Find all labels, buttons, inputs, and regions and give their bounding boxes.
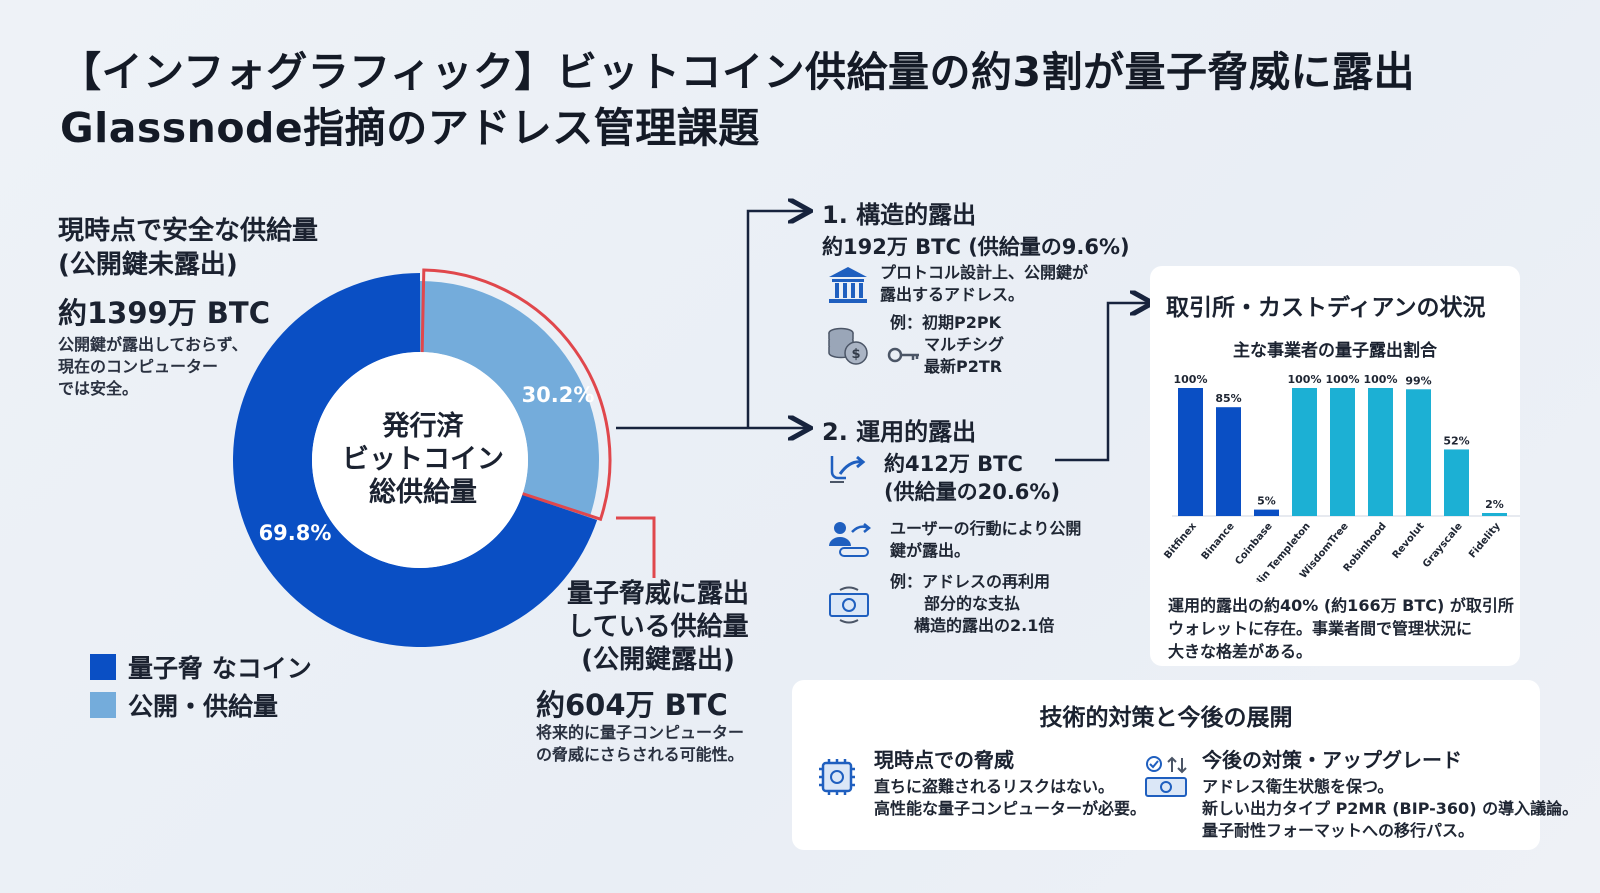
legend: 量子脅 なコイン 公開・供給量 [90,648,312,724]
structural-title: 1. 構造的露出 [822,201,977,229]
operational-example-3: 構造的露出の2.1倍 [914,616,1055,635]
page-title-line1: 【インフォグラフィック】ビットコイン供給量の約3割が量子脅威に露出 [60,48,1415,96]
structural-example-3: 最新P2TR [924,357,1003,376]
donut-segment-safe [233,273,598,647]
coins-icon: $ [828,327,868,365]
users-icon [829,522,872,557]
bar-revolut [1406,389,1431,516]
operational-title: 2. 運用的露出 [822,418,977,446]
custody-bar-chart: 100%Bitfinex85%Binance5%Coinbase100%Fran… [1162,373,1520,582]
donut-hole [312,352,528,568]
structural-desc: プロトコル設計上、公開鍵が 露出するアドレス。 [880,263,1089,304]
structural-example-1: 例：初期P2PK [890,313,1001,332]
upgrade-heading: 今後の対策・アップグレード [1202,748,1462,772]
bar-value-label: 100% [1174,373,1208,386]
bar-wisdomtree [1330,388,1355,516]
custody-card: 取引所・カストディアンの状況 主な事業者の量子露出割合 100% Bitfinex… [1150,266,1520,666]
exposed-supply-note: 将来的に量子コンピューター の脅威にさらされる可能性。 [536,723,745,764]
bar-value-label: 85% [1215,392,1241,405]
threat-text: 直ちに盗難されるリスクはない。 高性能な量子コンピューターが必要。 [874,777,1147,818]
bank-icon [829,267,867,303]
bar-value-label: 100% [1364,373,1398,386]
donut-center-label: 発行済 ビットコイン 総供給量 [342,411,504,508]
operational-desc: ユーザーの行動により公開 鍵が露出。 [890,519,1082,560]
svg-text:$: $ [851,347,860,362]
category-label: Bitfinex [1162,520,1199,561]
cash-cycle-icon [829,586,869,624]
donut-label-safe: 69.8% [259,521,332,545]
upgrade-text: アドレス衛生状態を保つ。 新しい出力タイプ P2MR (BIP-360) の導入… [1202,777,1579,840]
bar-value-label: 5% [1257,495,1276,508]
bar-value-label: 100% [1288,373,1322,386]
category-label: Fidelity [1467,520,1503,560]
countermeasures-card: 技術的対策と今後の展開 現時点での脅威 直ちに盗難されるリスクはない。 高性能な… [792,680,1578,850]
legend-swatch-safe [90,654,116,680]
page-title-line2: Glassnode指摘のアドレス管理課題 [60,104,760,152]
bar-coinbase [1254,509,1279,516]
bar-franklin-templeton [1292,388,1317,516]
chip-icon [819,759,855,795]
donut-segment-exposed [420,281,599,518]
bar-value-label: 2% [1485,498,1504,511]
category-label: Revolut [1391,521,1427,561]
category-label: Coinbase [1233,521,1275,568]
chart-subtitle: 主な事業者の量子露出割合 [1233,341,1437,361]
countermeasures-title: 技術的対策と今後の展開 [1039,705,1293,731]
bar-bitfinex [1178,388,1203,516]
operational-amount: 約412万 BTC (供給量の20.6%) [884,452,1061,504]
upgrade-icon [1145,756,1187,797]
legend-item-exposed: 公開・供給量 [90,686,312,724]
legend-swatch-exposed [90,692,116,718]
structural-example-2: マルチシグ [924,335,1005,354]
exposed-leader-line [616,516,656,578]
safe-supply-note: 公開鍵が露出しておらず、 現在のコンピューター では安全。 [58,335,248,398]
bar-fidelity [1482,513,1507,516]
threat-heading: 現時点での脅威 [874,748,1014,772]
arrow-to-structural [746,211,808,428]
safe-supply-amount: 約1399万 BTC [58,296,270,330]
arrow-to-custody [1055,303,1150,462]
operational-example-1: 例：アドレスの再利用 [890,572,1051,591]
bar-value-label: 99% [1405,374,1431,387]
safe-supply-heading: 現時点で安全な供給量 (公開鍵未露出) [58,216,319,280]
structural-amount: 約192万 BTC (供給量の9.6%) [822,235,1130,259]
bar-grayscale [1444,449,1469,516]
transfer-icon [830,455,866,483]
exposed-supply-amount: 約604万 BTC [536,688,728,722]
exposed-supply-heading: 量子脅威に露出 している供給量 (公開鍵露出) [566,579,749,675]
bar-robinhood [1368,388,1393,516]
donut-label-exposed: 30.2% [522,383,595,407]
custody-note: 運用的露出の約40% (約166万 BTC) が取引所 ウォレットに存在。事業者… [1168,596,1514,661]
key-icon [887,347,919,363]
category-label: Grayscale [1421,521,1465,570]
legend-item-safe: 量子脅 なコイン [90,648,312,686]
bar-binance [1216,407,1241,516]
bar-value-label: 100% [1326,373,1360,386]
operational-example-2: 部分的な支払 [924,594,1021,613]
custody-title: 取引所・カストディアンの状況 [1166,295,1486,321]
category-label: Binance [1200,521,1237,563]
page-title: 【インフォグラフィック】ビットコイン供給量の約3割が量子脅威に露出 Glassn… [60,44,1415,156]
bar-value-label: 52% [1443,434,1469,447]
